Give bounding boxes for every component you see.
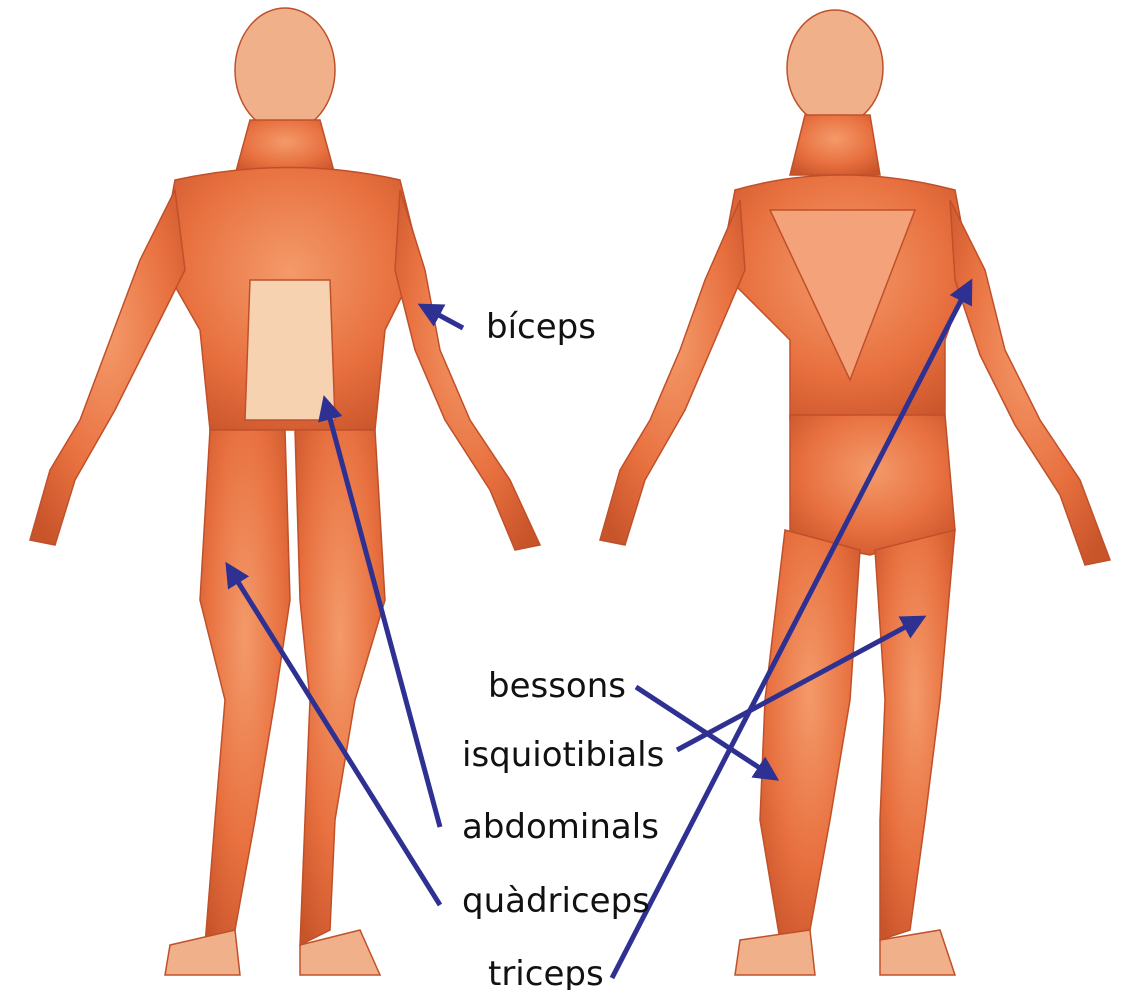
back-neck <box>790 115 880 175</box>
front-leg-left <box>295 430 385 945</box>
back-arm-left <box>950 200 1110 565</box>
label-biceps: bíceps <box>486 307 596 347</box>
front-abdomen <box>245 280 335 420</box>
label-bessons: bessons <box>488 666 626 706</box>
front-head <box>235 8 335 132</box>
label-abdominals: abdominals <box>462 807 659 847</box>
back-arm-right <box>600 200 745 545</box>
label-isquiotibials: isquiotibials <box>462 735 664 775</box>
front-leg-right <box>200 430 290 945</box>
label-quadriceps: quàdriceps <box>462 881 650 921</box>
front-arm-left <box>395 190 540 550</box>
front-arm-right <box>30 190 185 545</box>
label-triceps: triceps <box>488 954 604 990</box>
muscle-labels: bíceps bessons isquiotibials abdominals … <box>462 307 664 990</box>
back-leg-left <box>875 530 955 940</box>
back-head <box>787 10 883 126</box>
front-neck <box>235 120 335 175</box>
back-glutes <box>790 415 955 555</box>
back-figure <box>600 10 1110 975</box>
back-feet <box>735 930 955 975</box>
front-feet <box>165 930 380 975</box>
